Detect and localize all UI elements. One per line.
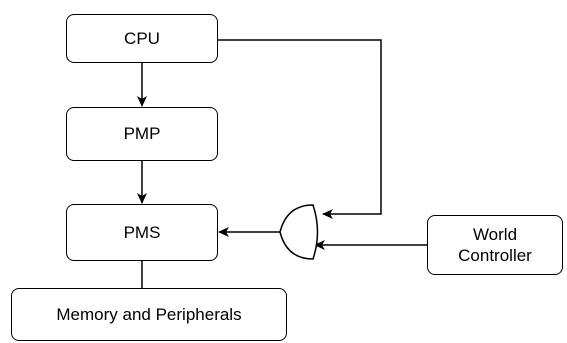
memory-and-peripherals-box: Memory and Peripherals [11,288,287,341]
or-gate-symbol [279,204,319,260]
cpu-box: CPU [66,14,218,63]
world-controller-box: World Controller [427,215,563,275]
cpu-label: CPU [124,28,160,48]
pms-label: PMS [123,222,161,242]
edge-cpu-to-or-gate [218,39,382,219]
pms-box: PMS [66,204,218,261]
pmp-label: PMP [123,124,161,144]
world-controller-label-line1: World [472,224,518,244]
memory-and-peripherals-label: Memory and Peripherals [56,304,242,324]
pmp-box: PMP [66,107,218,161]
world-controller-label-line2: Controller [458,246,532,265]
